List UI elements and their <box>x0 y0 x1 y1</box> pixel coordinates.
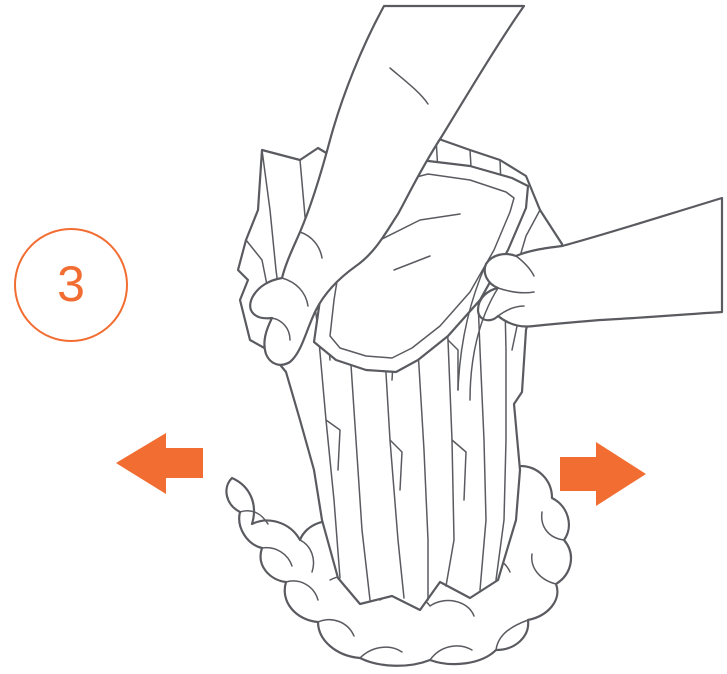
arrow-left-icon <box>116 433 203 494</box>
arrow-right-icon <box>560 442 646 506</box>
